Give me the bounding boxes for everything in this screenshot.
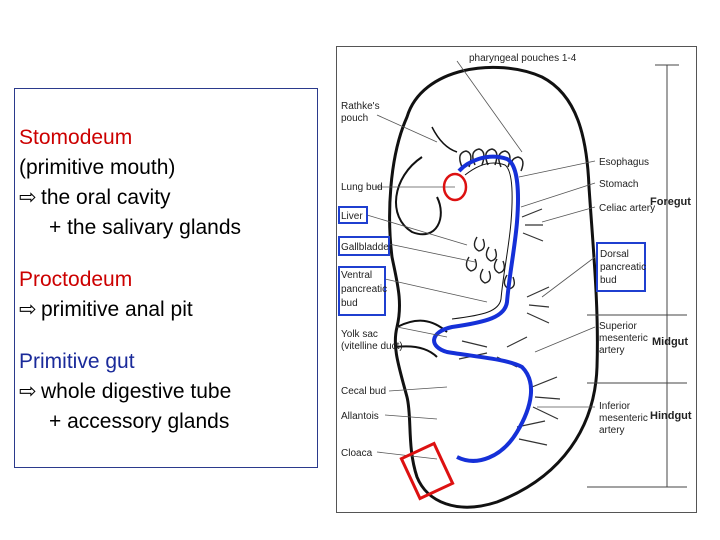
- liver-label: Liver: [341, 211, 363, 222]
- superior-mesenteric-label-3: artery: [599, 345, 625, 356]
- primitive-gut-block: Primitive gut ⇨whole digestive tube + ac…: [19, 347, 317, 437]
- right-leader-lines: [518, 160, 596, 408]
- cloaca-highlight: [399, 441, 455, 501]
- lung-bud-highlight: [442, 172, 468, 202]
- gut-tube: [432, 154, 534, 463]
- stomodeum-title: Stomodeum: [19, 126, 133, 149]
- embryo-outline: [388, 65, 599, 509]
- cecal-bud-label: Cecal bud: [341, 386, 386, 397]
- rathkes-pouch-label-2: pouch: [341, 113, 368, 124]
- pharyngeal-pouches-label: pharyngeal pouches 1-4: [469, 53, 577, 64]
- stomodeum-result: the oral cavity: [41, 186, 171, 209]
- arrow-icon: ⇨: [19, 380, 37, 403]
- stomach-label: Stomach: [599, 179, 638, 190]
- stomodeum-block: Stomodeum (primitive mouth) ⇨the oral ca…: [19, 123, 317, 243]
- gut-tube-inner: [451, 162, 513, 320]
- stomodeum-extra: + the salivary glands: [49, 216, 242, 239]
- foregut-label: Foregut: [650, 196, 691, 208]
- stomodeum-subtitle: (primitive mouth): [19, 156, 176, 179]
- highlight-boxes: [338, 206, 646, 316]
- ventral-pancreatic-label: Ventral: [341, 270, 372, 281]
- left-leader-lines: [366, 60, 523, 460]
- ventral-pancreatic-label-3: bud: [341, 298, 358, 309]
- region-brackets: [587, 64, 687, 488]
- arrow-icon: ⇨: [19, 298, 37, 321]
- dorsal-pancreatic-label-2: pancreatic: [600, 262, 646, 273]
- esophagus-label: Esophagus: [599, 157, 649, 168]
- inferior-mesenteric-label: Inferior: [599, 401, 631, 412]
- liver-lobules: [465, 236, 516, 290]
- rathkes-pouch-label: Rathke's: [341, 101, 380, 112]
- superior-mesenteric-label-2: mesenteric: [599, 333, 648, 344]
- proctodeum-result: primitive anal pit: [41, 298, 193, 321]
- primitive-gut-extra: + accessory glands: [49, 410, 230, 433]
- arrow-icon: ⇨: [19, 186, 37, 209]
- inferior-mesenteric-label-3: artery: [599, 425, 625, 436]
- midgut-label: Midgut: [652, 336, 688, 348]
- inferior-mesenteric-label-2: mesenteric: [599, 413, 648, 424]
- cloaca-label: Cloaca: [341, 448, 373, 459]
- ventral-pancreatic-label-2: pancreatic: [341, 284, 387, 295]
- dorsal-pancreatic-label-3: bud: [600, 275, 617, 286]
- gallbladder-label: Gallbladder: [341, 242, 393, 253]
- heart-bulge-outline: [395, 156, 442, 236]
- allantois-label: Allantois: [341, 411, 379, 422]
- dorsal-pancreatic-label: Dorsal: [600, 249, 629, 260]
- superior-mesenteric-label: Superior: [599, 321, 637, 332]
- primitive-gut-result: whole digestive tube: [41, 380, 232, 403]
- rathkes-pouch-outline: [431, 126, 458, 153]
- primitive-gut-title: Primitive gut: [19, 350, 135, 373]
- hindgut-label: Hindgut: [650, 410, 692, 422]
- yolk-sac-label: Yolk sac: [341, 329, 378, 340]
- embryo-gut-diagram: pharyngeal pouches 1-4 Rathke's pouch Lu…: [336, 46, 697, 513]
- yolk-sac-label-2: (vitelline duct): [341, 341, 403, 352]
- proctodeum-block: Proctodeum ⇨primitive anal pit: [19, 265, 317, 325]
- proctodeum-title: Proctodeum: [19, 268, 133, 291]
- yolk-stalk-outline: [394, 319, 448, 358]
- text-panel: Stomodeum (primitive mouth) ⇨the oral ca…: [14, 88, 318, 468]
- lung-bud-label: Lung bud: [341, 182, 383, 193]
- embryo-drawing: pharyngeal pouches 1-4 Rathke's pouch Lu…: [338, 53, 692, 509]
- celiac-artery-label: Celiac artery: [599, 203, 655, 214]
